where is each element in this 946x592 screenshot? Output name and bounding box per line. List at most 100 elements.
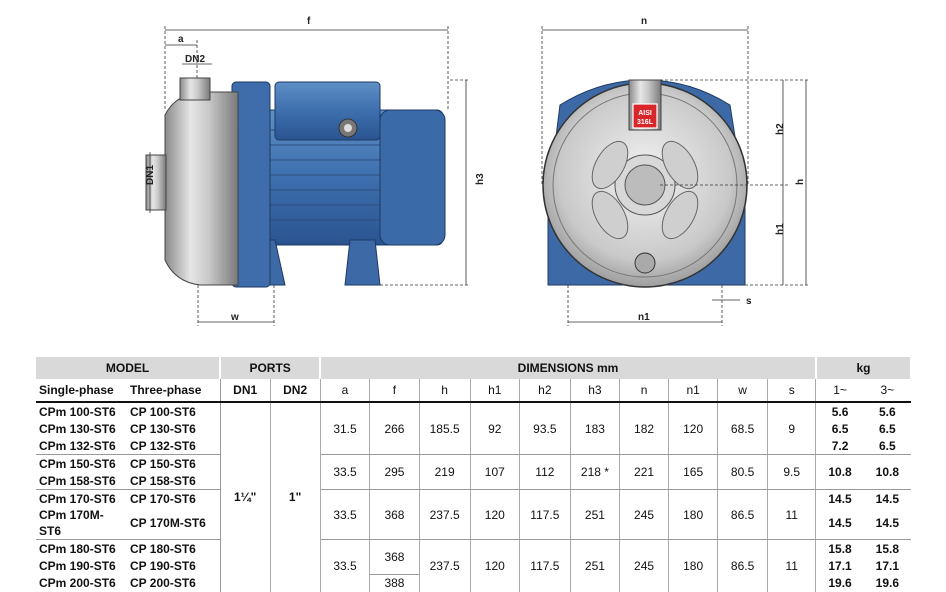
table-row: CPm 132-ST6 CP 132-ST6 7.2 6.5: [36, 437, 911, 455]
weight-3phase: 10.8: [863, 454, 911, 490]
header-kg: kg: [815, 357, 913, 379]
header-h1: h1: [470, 379, 520, 402]
weight-3phase: 14.5: [863, 507, 911, 540]
table-row: CPm 190-ST6 CP 190-ST6 17.1 17.1: [36, 557, 911, 574]
dim-n1: 165: [668, 454, 719, 490]
dim-h: 237.5: [419, 539, 471, 592]
aisi-badge-line2: 316L: [637, 119, 654, 126]
dim-n: 221: [619, 454, 670, 490]
header-n: n: [619, 379, 670, 402]
label-h1: h1: [775, 223, 786, 235]
dim-a: 33.5: [320, 539, 371, 592]
table-row: CPm 100-ST6 CP 100-ST6 1¼" 1" 31.5 266 1…: [36, 401, 911, 592]
dim-h1: 107: [470, 454, 520, 490]
front-dimension-lines: [541, 26, 810, 326]
dim-f: 266: [369, 401, 420, 455]
header-s: s: [767, 379, 817, 402]
dim-a: 33.5: [320, 454, 371, 490]
dim-a: 33.5: [320, 489, 371, 540]
header-model: MODEL: [36, 357, 222, 379]
label-s: s: [746, 296, 752, 307]
weight-3phase: 5.6: [863, 401, 911, 420]
weight-3phase: 19.6: [875, 575, 899, 590]
table-row: CPm 200-ST6 CP 200-ST6 388 19.6 19.6: [36, 574, 911, 592]
dim-h2: 117.5: [519, 539, 571, 592]
header-h3: h3: [570, 379, 620, 402]
header-h2: h2: [519, 379, 571, 402]
weight-3phase: 6.5: [878, 421, 896, 436]
dim-h2: 93.5: [519, 401, 571, 455]
dim-n1: 180: [668, 539, 719, 592]
weight-1phase: 7.2: [815, 437, 864, 455]
label-f: f: [307, 16, 311, 27]
model-three-phase: CP 100-ST6: [127, 401, 221, 420]
label-h: h: [795, 179, 806, 185]
weight-1phase: 10.8: [815, 454, 864, 490]
model-three-phase: CP 170M-ST6: [127, 507, 221, 540]
dim-h2: 112: [519, 454, 571, 490]
dim-h3: 183: [570, 401, 620, 455]
model-single-phase: CPm 190-ST6: [39, 558, 116, 573]
table-row: CPm 150-ST6 CP 150-ST6 33.5 295 219 107 …: [36, 454, 911, 490]
dim-h3: 251: [570, 539, 620, 592]
weight-3phase: 6.5: [863, 437, 911, 455]
model-three-phase: CP 180-ST6: [127, 539, 221, 557]
model-three-phase: CP 158-ST6: [127, 472, 221, 490]
dim-f: 295: [369, 454, 420, 490]
dim-a: 31.5: [320, 401, 371, 455]
dimensions-table: MODEL PORTS DIMENSIONS mm kg Single-phas…: [36, 357, 913, 592]
model-single-phase: CPm 180-ST6: [39, 541, 116, 556]
weight-1phase: 14.5: [828, 491, 852, 506]
label-dn1: DN1: [145, 165, 156, 185]
header-kg-3phase: 3~: [880, 383, 895, 397]
dim-h2: 117.5: [519, 489, 571, 540]
label-h2: h2: [775, 123, 786, 135]
port-dn1: 1¼": [220, 401, 271, 592]
header-dn2: DN2: [270, 379, 321, 402]
header-dn1: DN1: [220, 379, 271, 402]
dim-n1: 180: [668, 489, 719, 540]
dim-n: 245: [619, 489, 670, 540]
weight-1phase: 19.6: [828, 575, 852, 590]
dim-n: 182: [619, 401, 670, 455]
aisi-badge-line1: AISI: [638, 110, 652, 117]
model-three-phase: CP 130-ST6: [127, 420, 221, 437]
header-three-phase: Three-phase: [127, 379, 221, 402]
header-f: f: [369, 379, 420, 402]
model-three-phase: CP 200-ST6: [127, 574, 221, 592]
side-dimension-lines: [149, 26, 470, 326]
dim-h1: 120: [470, 489, 520, 540]
weight-1phase: 14.5: [815, 507, 864, 540]
pump-drawings: f a DN2 DN1 h3 w AISI 316L n h2 h: [145, 16, 810, 326]
header-a: a: [320, 379, 371, 402]
model-three-phase: CP 170-ST6: [127, 489, 221, 507]
dim-w: 68.5: [717, 401, 769, 455]
dim-h: 237.5: [419, 489, 471, 540]
dim-h1: 92: [470, 401, 520, 455]
model-three-phase: CP 132-ST6: [127, 437, 221, 455]
model-single-phase: CPm 170M-ST6: [36, 507, 128, 540]
dim-f: 368: [369, 539, 420, 575]
dim-s: 11: [767, 489, 817, 540]
weight-3phase: 15.8: [875, 541, 899, 556]
header-kg-1phase: 1~: [833, 383, 847, 397]
header-n1: n1: [668, 379, 719, 402]
dim-h: 185.5: [419, 401, 471, 455]
dim-h1: 120: [470, 539, 520, 592]
model-single-phase: CPm 200-ST6: [39, 575, 116, 590]
dim-n: 245: [619, 539, 670, 592]
model-single-phase: CPm 150-ST6: [39, 456, 116, 471]
side-view-drawing: [145, 77, 446, 288]
model-single-phase: CPm 100-ST6: [36, 401, 128, 420]
model-single-phase: CPm 170-ST6: [39, 491, 116, 506]
dim-f: 368: [369, 489, 420, 540]
dim-h: 219: [419, 454, 471, 490]
dim-s: 9.5: [767, 454, 817, 490]
dim-h3: 251: [570, 489, 620, 540]
dim-s: 11: [767, 539, 817, 592]
label-w: w: [230, 312, 239, 323]
dim-w: 86.5: [717, 539, 769, 592]
weight-3phase: 14.5: [875, 491, 899, 506]
dim-s: 9: [767, 401, 817, 455]
weight-1phase: 6.5: [831, 421, 849, 436]
